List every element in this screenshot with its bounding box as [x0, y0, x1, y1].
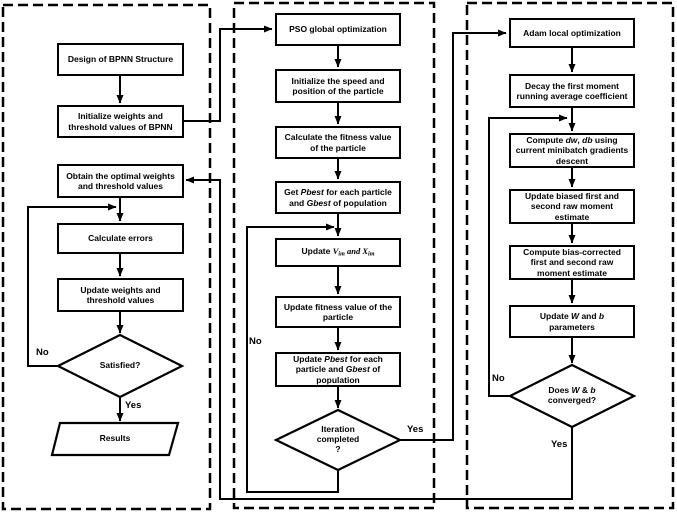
arrow-converged-yes-to-obtain — [185, 176, 573, 500]
diamond-wb-converged — [507, 363, 637, 429]
node-label: Calculate errors — [88, 233, 153, 244]
arrow-iteration-yes-to-adam — [400, 29, 507, 441]
parallelogram-results — [50, 421, 180, 457]
label-no-left: No — [36, 347, 49, 358]
arrow-init-to-pso — [184, 25, 273, 122]
panel-adam-border — [465, 1, 675, 510]
label-yes-right: Yes — [551, 439, 568, 450]
diamond-satisfied — [55, 333, 185, 399]
arrow-noloop-right — [488, 114, 568, 397]
arrow-noloop-left — [27, 203, 117, 367]
node-adam: Adam local optimization — [509, 18, 635, 48]
node-label: Update Vim and Xim — [301, 246, 375, 258]
node-pso: PSO global optimization — [275, 13, 401, 46]
node-label: PSO global optimization — [289, 24, 387, 35]
node-design-bpnn: Design of BPNN Structure — [57, 43, 184, 76]
node-calculate-errors: Calculate errors — [57, 223, 184, 254]
diamond-iteration-completed — [273, 408, 403, 472]
panel-bpnn-border — [1, 3, 212, 511]
panel-pso-border — [232, 1, 436, 510]
label-yes-left: Yes — [125, 400, 142, 411]
node-label: Design of BPNN Structure — [67, 54, 174, 65]
label-no-mid: No — [249, 336, 262, 347]
arrow-noloop-mid — [246, 223, 339, 493]
label-yes-mid: Yes — [407, 424, 424, 435]
label-no-right: No — [492, 373, 505, 384]
results-label: Results — [99, 433, 131, 443]
diamond-satisfied-label: Satisfied? — [99, 360, 141, 370]
node-label: Adam local optimization — [523, 27, 621, 38]
node-update-vx: Update Vim and Xim — [275, 238, 401, 267]
